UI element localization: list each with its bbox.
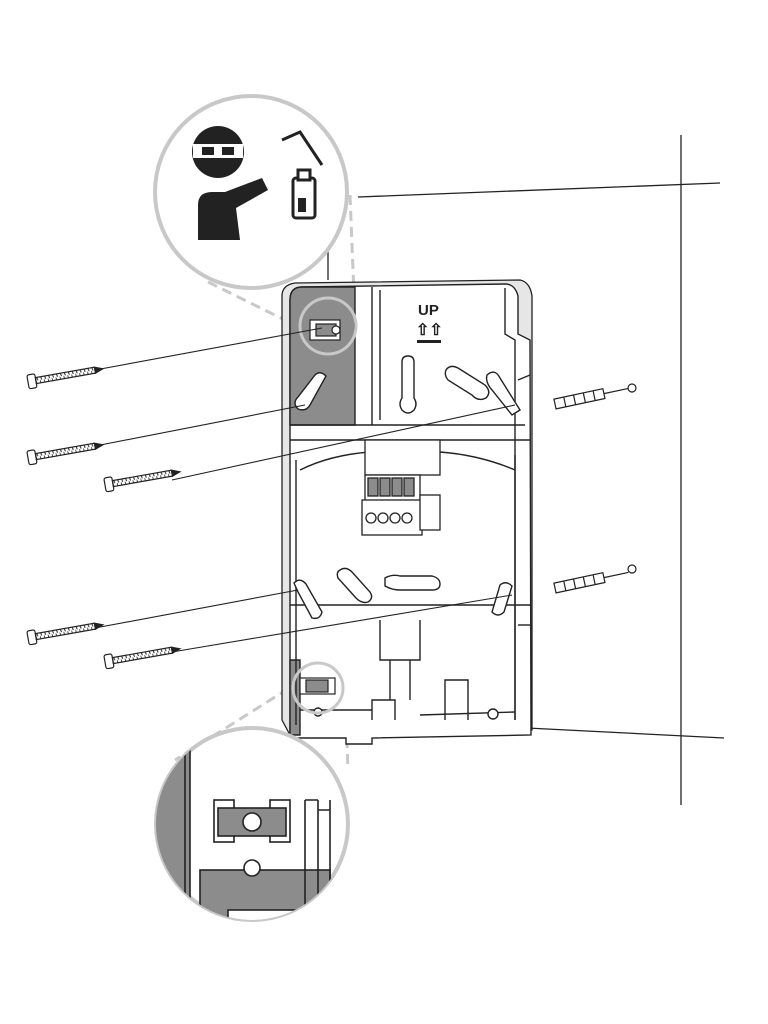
screw-icon [103, 469, 182, 493]
tamper-switch-bottom [299, 677, 336, 695]
wall-plugs [553, 383, 637, 594]
thief-icon [192, 126, 268, 240]
up-underline [417, 340, 441, 343]
spray-can-icon [281, 130, 324, 220]
tamper-switch-icon [213, 799, 291, 843]
screw-icon [26, 442, 105, 466]
tamper-highlight-bottom [291, 661, 345, 715]
screws [26, 366, 182, 670]
up-label: UP [418, 302, 439, 319]
screw-icon [26, 622, 105, 646]
terminal-block-icon [361, 439, 441, 536]
tamper-highlight-top [298, 296, 358, 356]
screw-icon [103, 646, 182, 670]
wall-plug-icon [553, 387, 629, 410]
wall [327, 135, 725, 805]
callout-tamper-warning [153, 94, 349, 290]
screw-guide-lines [94, 327, 516, 653]
up-arrows: ⇧⇧ [416, 322, 443, 339]
keyhole-slots [293, 355, 521, 720]
callout-tamper-detail [154, 726, 350, 922]
wall-plug-icon [553, 571, 629, 594]
tamper-switch-top [309, 319, 341, 341]
screw-icon [26, 366, 105, 390]
